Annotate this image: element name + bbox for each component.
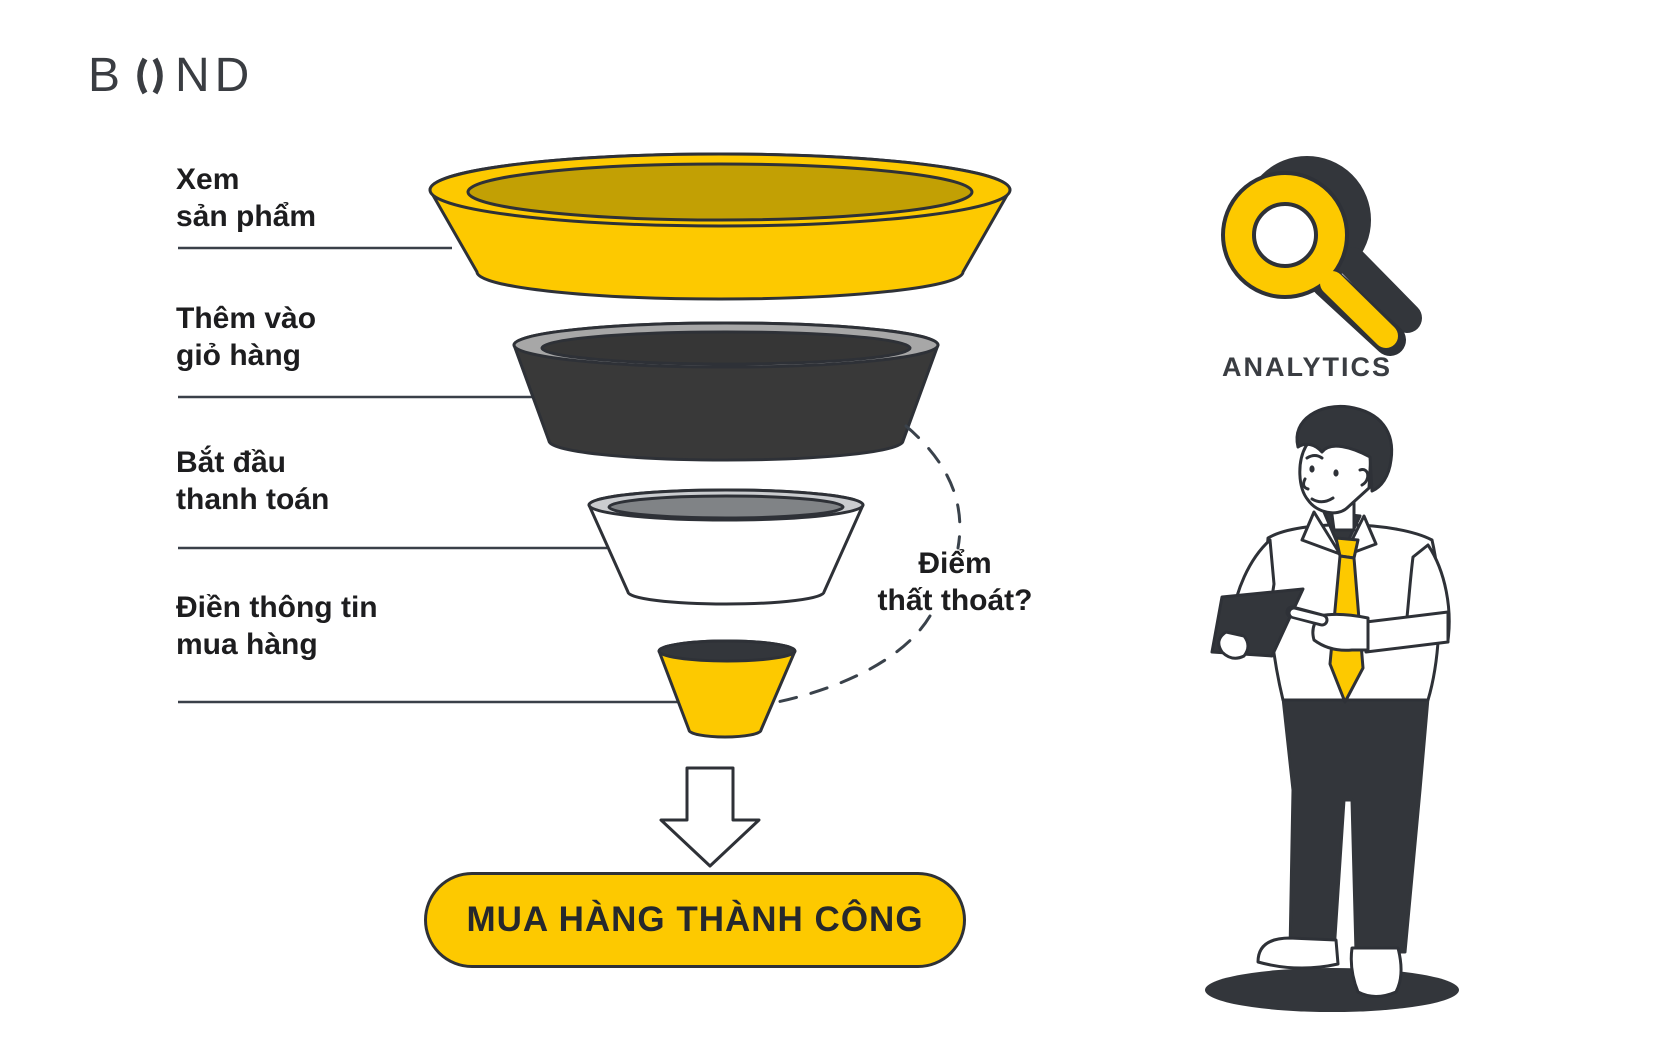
leak-label-line: thất thoát? [877, 584, 1033, 617]
funnel-stage-1-opening [466, 162, 974, 222]
stage-label-view-product: Xem sản phẩm [176, 161, 596, 235]
funnel-stage-1-view-product [428, 152, 1012, 301]
person-left-eye [1309, 465, 1315, 473]
stage-label-add-to-cart: Thêm vào giỏ hàng [176, 300, 596, 374]
leak-dashed-arc-lower [766, 614, 932, 706]
person-ear [1358, 468, 1370, 487]
stage-label-fill-purchase-info: Điền thông tin mua hàng [176, 589, 596, 663]
stage-label-line: Xem [176, 163, 240, 196]
leak-dashed-arc-upper [904, 424, 962, 550]
funnel-stage-3-opening [607, 494, 845, 520]
person-nose [1302, 477, 1310, 491]
leak-label-line: Điểm [918, 547, 992, 580]
bond-logo: B ND [88, 52, 254, 100]
funnel-stage-4-opening [657, 639, 797, 663]
stage-label-line: sản phẩm [176, 200, 317, 233]
person-right-shoe [1349, 946, 1403, 998]
logo-letter-b: B [88, 49, 126, 102]
funnel-stage-2-opening [540, 330, 912, 366]
person-left-shoe [1256, 936, 1340, 970]
leak-dashed-arc [766, 424, 962, 706]
person-collar-left [1300, 510, 1342, 556]
person-finger [1290, 609, 1326, 624]
person-illustration [1205, 404, 1459, 1012]
magnifier-icon [1221, 156, 1422, 356]
funnel-stage-2-add-to-cart [512, 321, 940, 462]
person-left-hand [1217, 630, 1250, 660]
person-right-eye [1333, 469, 1339, 477]
person-smile [1310, 496, 1335, 504]
person-hair [1295, 404, 1394, 493]
magnifier-handle [1320, 271, 1398, 348]
magnifier-lens [1252, 202, 1318, 268]
logo-letters-nd: ND [175, 49, 255, 102]
funnel-stage-4-fill-info [657, 639, 797, 739]
purchase-success-label: MUA HÀNG THÀNH CÔNG [466, 900, 924, 939]
stage-label-line: mua hàng [176, 628, 318, 661]
down-arrow-icon [659, 766, 761, 868]
stage-label-line: Thêm vào [176, 302, 317, 335]
floor-shadow [1205, 968, 1459, 1012]
person-pants [1281, 696, 1430, 954]
stage-label-line: Bắt đầu [176, 446, 287, 479]
person-right-forearm [1364, 610, 1450, 654]
leak-point-label: Điểm thất thoát? [848, 545, 1062, 619]
logo-o-icon [137, 57, 163, 95]
stage-label-begin-checkout: Bắt đầu thanh toán [176, 444, 596, 518]
stage-label-line: Điền thông tin [176, 591, 378, 624]
person-brow [1305, 454, 1324, 460]
stage-label-line: thanh toán [176, 483, 330, 516]
funnel-stage-3-begin-checkout [587, 488, 865, 606]
analytics-caption: ANALYTICS [1221, 352, 1393, 382]
stage-label-line: giỏ hàng [176, 339, 301, 372]
purchase-success-badge: MUA HÀNG THÀNH CÔNG [424, 872, 966, 968]
magnifier-shadow-handle [1337, 247, 1422, 333]
connector-lines [178, 246, 679, 704]
